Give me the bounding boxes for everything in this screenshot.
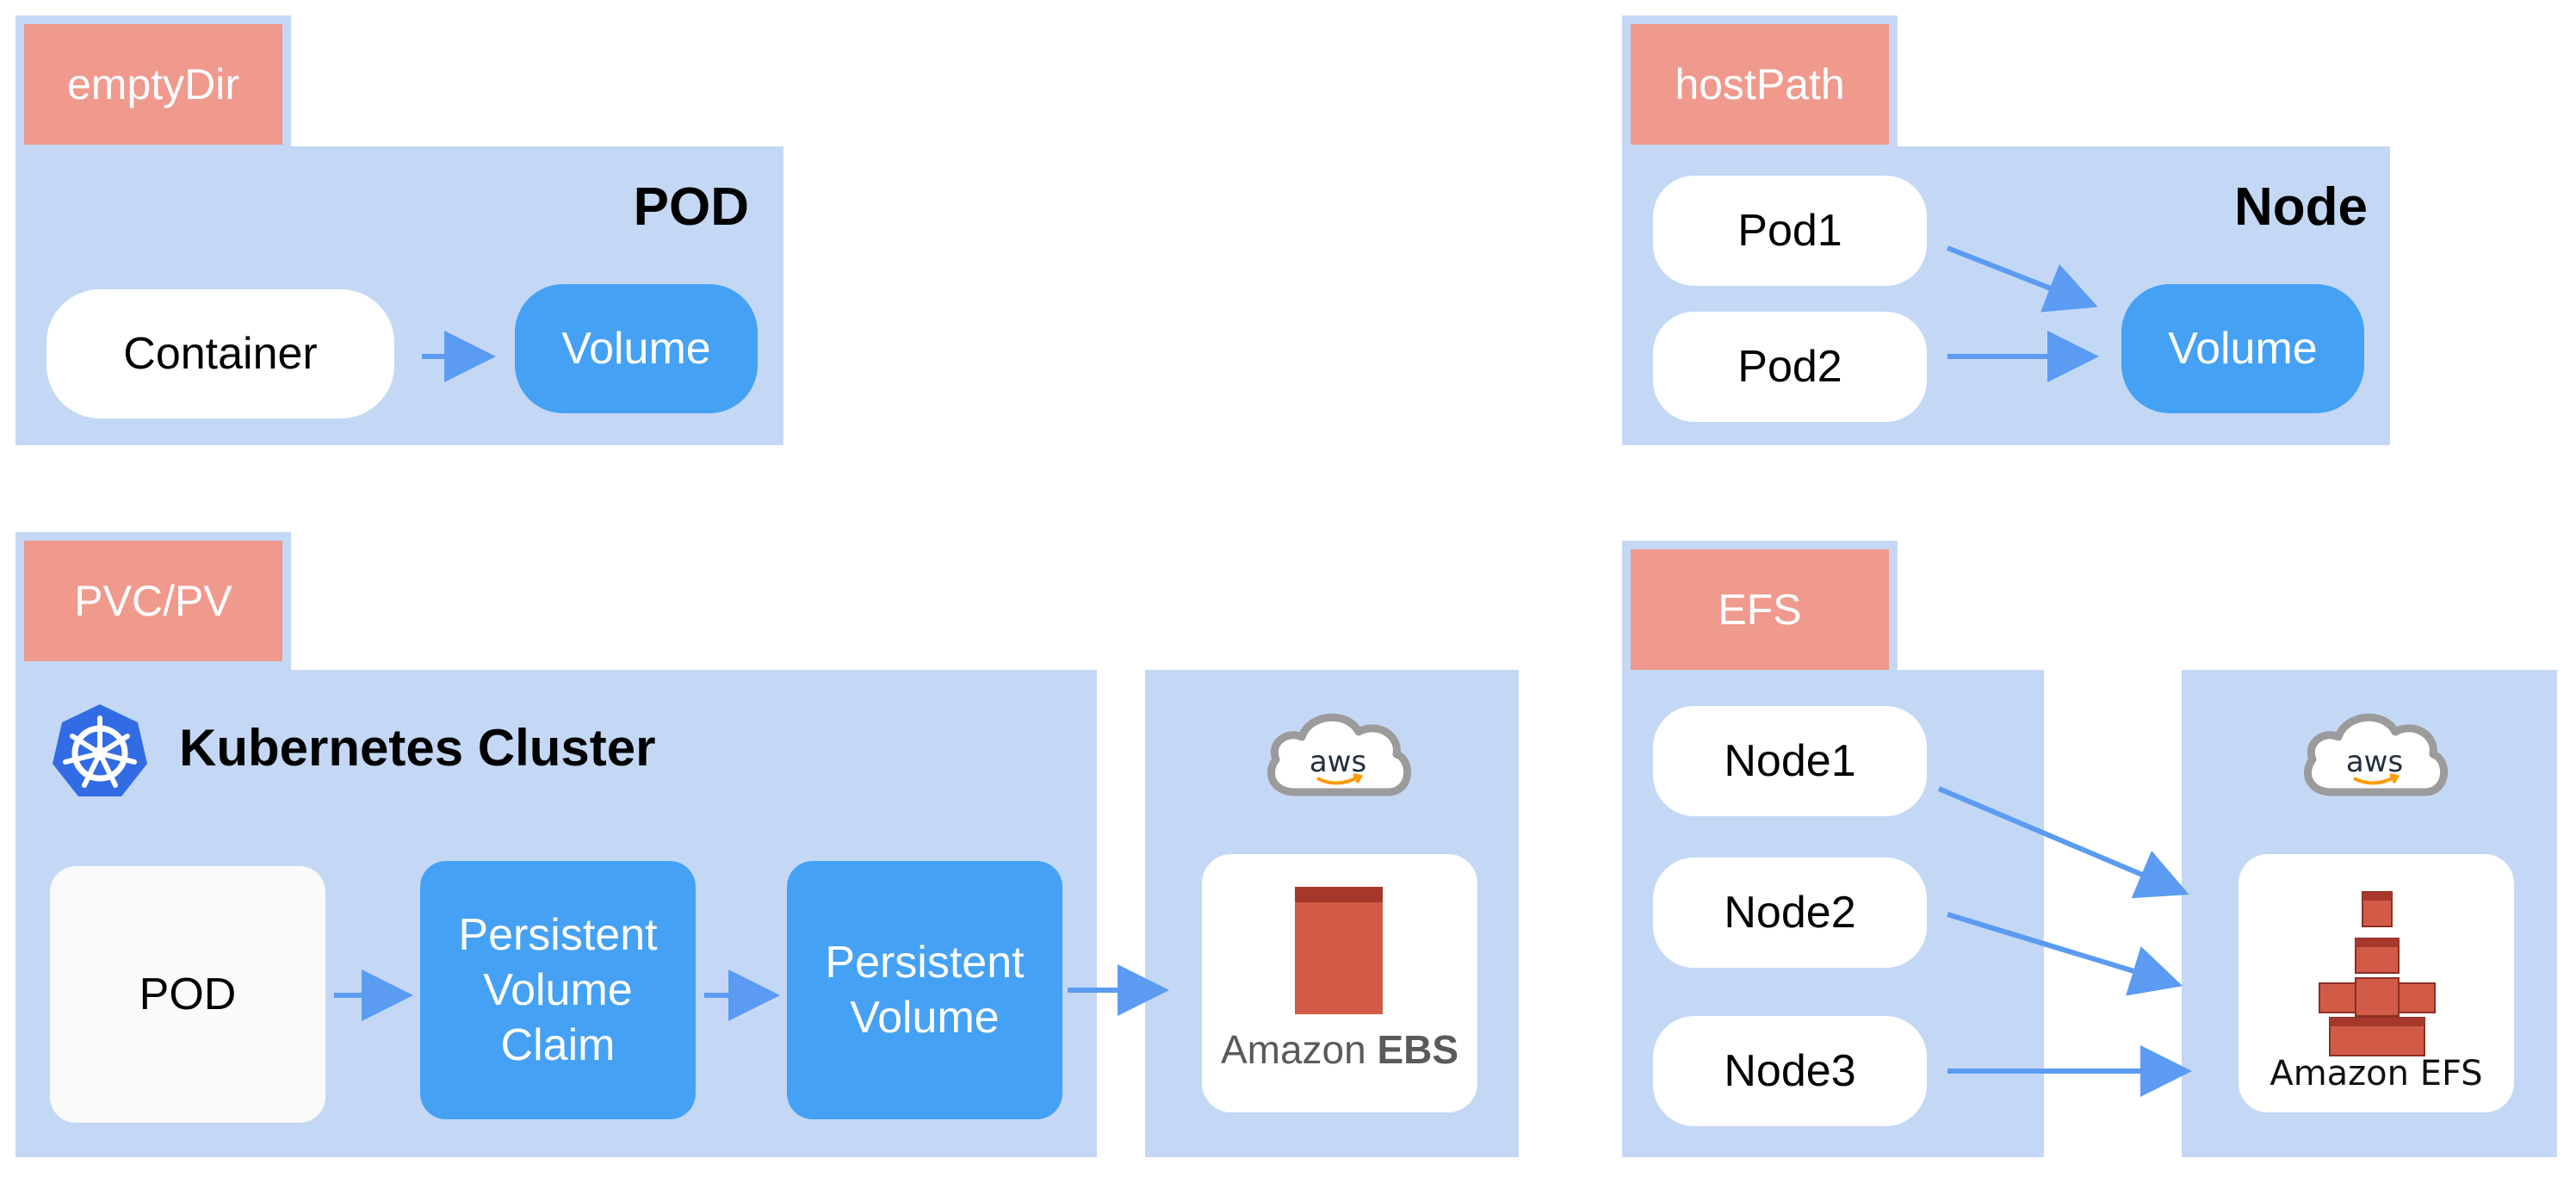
efs-tag: EFS [1622, 541, 1898, 678]
kubernetes-icon [48, 699, 152, 802]
aws-logo-text: aws [1310, 745, 1366, 779]
aws-cloud-icon: aws [2297, 706, 2452, 802]
emptydir-container-box: Container [46, 289, 394, 418]
efs-node1-box: Node1 [1653, 706, 1927, 816]
emptydir-volume-box: Volume [515, 284, 758, 413]
pvcpv-pod-box: POD [50, 866, 325, 1123]
amazon-ebs-label: Amazon EBS [1202, 1026, 1477, 1073]
hostpath-volume-box: Volume [2121, 284, 2364, 413]
amazon-efs-label: Amazon EFS [2269, 1054, 2483, 1093]
hostpath-tag: hostPath [1622, 15, 1898, 153]
emptydir-tag: emptyDir [15, 15, 291, 153]
efs-node3-box: Node3 [1653, 1016, 1927, 1126]
pvc-line-2: Volume [483, 965, 633, 1015]
efs-node2-box: Node2 [1653, 858, 1927, 968]
hostpath-node-title: Node [2234, 177, 2368, 237]
pv-line-1: Persistent [825, 938, 1025, 988]
amazon-ebs-icon [1291, 887, 1386, 1016]
pvc-line-3: Claim [500, 1020, 616, 1070]
ebs-brand-text: Amazon [1220, 1027, 1366, 1072]
pvcpv-tag: PVC/PV [15, 532, 291, 670]
aws-cloud-icon: aws [1260, 706, 1415, 802]
pvc-line-1: Persistent [458, 910, 658, 960]
emptydir-pod-title: POD [633, 177, 749, 237]
kubernetes-cluster-title: Kubernetes Cluster [179, 719, 656, 777]
pv-line-2: Volume [850, 993, 1000, 1043]
persistent-volume-box: Persistent Volume [787, 861, 1062, 1119]
persistent-volume-claim-box: Persistent Volume Claim [420, 861, 696, 1119]
aws-logo-text: aws [2346, 745, 2403, 779]
hostpath-pod2-box: Pod2 [1653, 312, 1927, 422]
hostpath-pod1-box: Pod1 [1653, 176, 1927, 286]
ebs-product-text: EBS [1377, 1027, 1459, 1072]
amazon-efs-icon [2313, 889, 2442, 1061]
